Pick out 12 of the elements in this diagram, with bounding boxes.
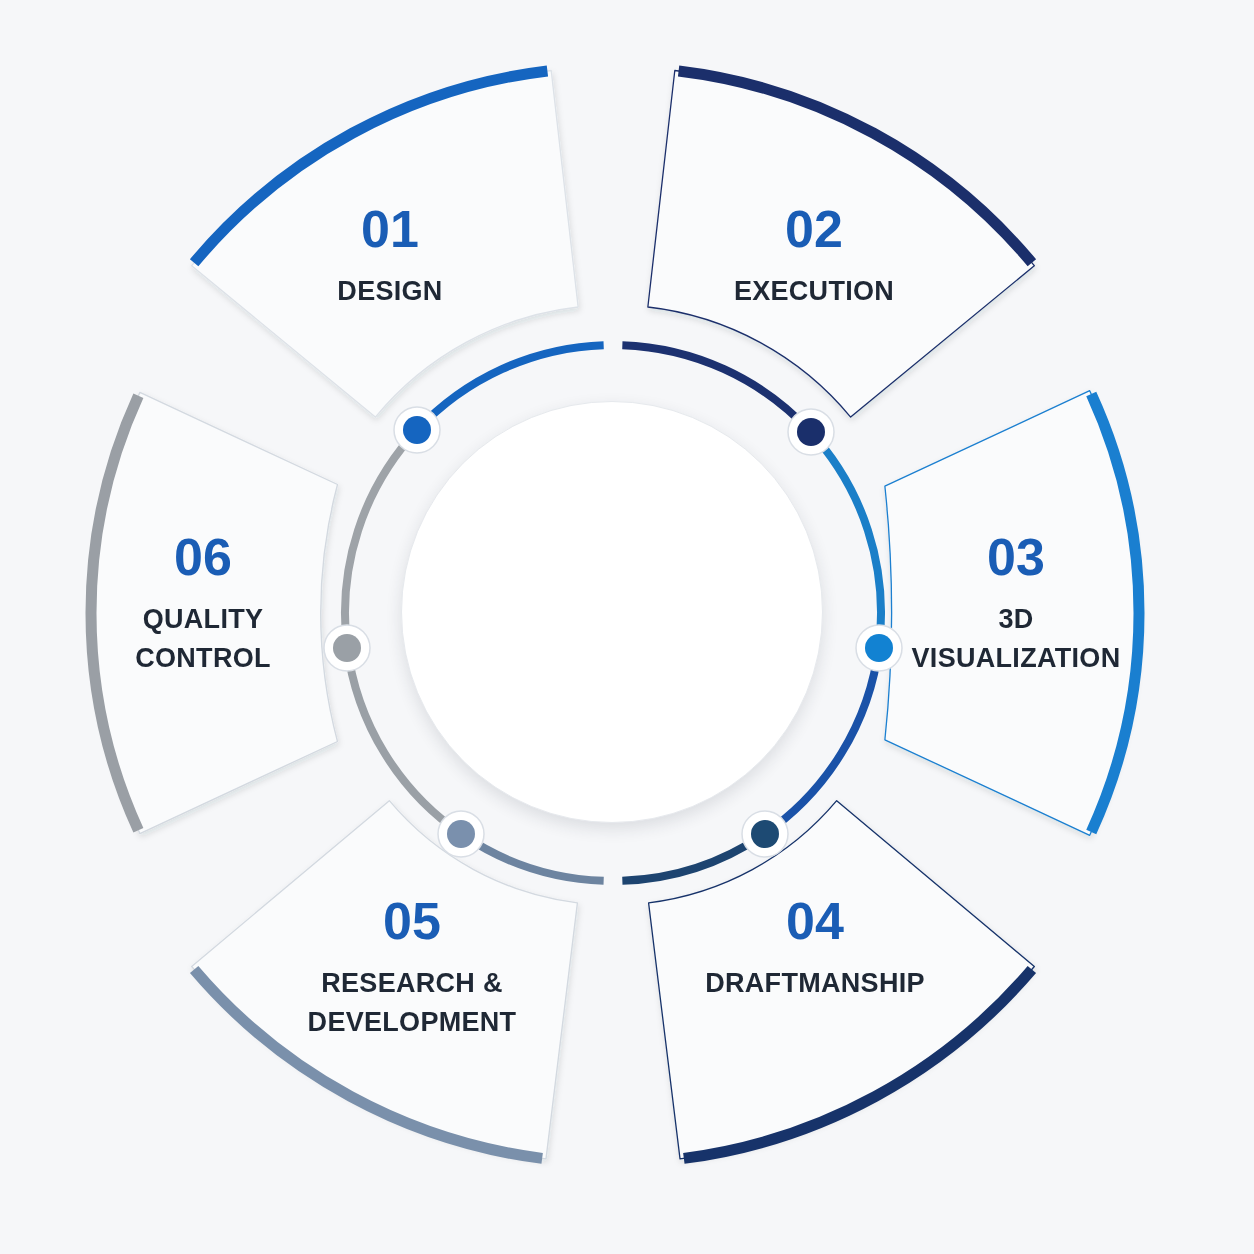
step-number: 01 (361, 200, 419, 258)
step-title: RESEARCH & DEVELOPMENT (306, 967, 518, 1040)
step-number: 04 (786, 892, 844, 950)
step-title: DRAFTMANSHIP (705, 967, 925, 1000)
step-number: 05 (383, 893, 441, 951)
step-title: 3D VISUALIZATION (910, 603, 1122, 676)
step-title: EXECUTION (733, 275, 895, 308)
step-number: 03 (987, 529, 1045, 587)
step-number: 02 (785, 200, 843, 258)
step-title: DESIGN (337, 275, 443, 308)
step-title: QUALITY CONTROL (134, 603, 272, 676)
step-number: 06 (174, 529, 232, 587)
